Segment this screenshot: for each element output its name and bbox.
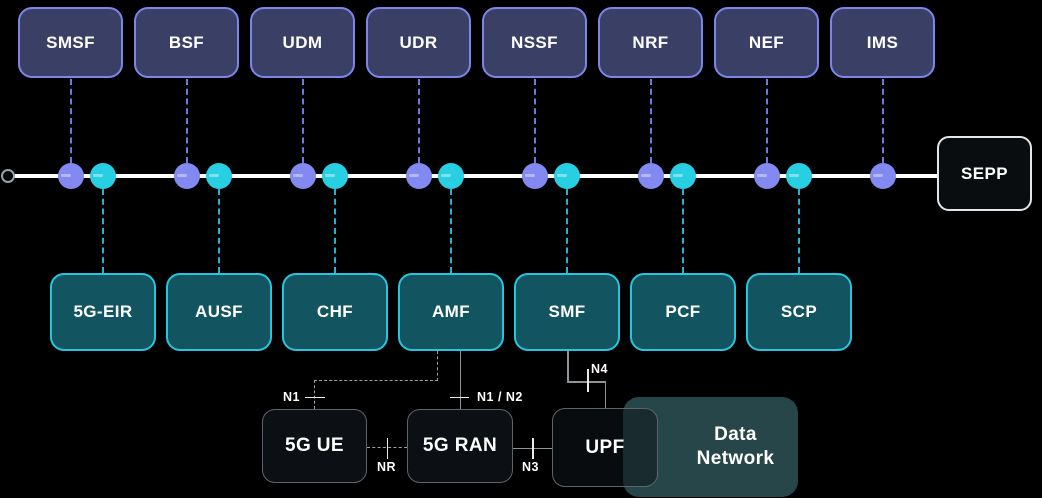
n1-path-segment <box>314 380 438 381</box>
access-box-5g-ran: 5G RAN <box>407 409 513 483</box>
n1-n2-line <box>459 351 461 409</box>
access-label: 5G RAN <box>422 435 498 456</box>
core-label: 5G-EIR <box>73 302 133 321</box>
bus-dot-smf <box>554 163 580 189</box>
core-label: CHF <box>316 302 354 321</box>
n4-path-segment <box>567 351 569 382</box>
nf-label: UDM <box>282 32 323 52</box>
connector-pcf <box>682 189 684 273</box>
n4-path-segment <box>567 381 606 383</box>
core-label: AMF <box>431 302 471 321</box>
data-network-label-line1: Data <box>714 424 757 445</box>
bus-dot-smsf <box>57 163 84 189</box>
nf-box-smsf: SMSF <box>18 7 123 78</box>
nf-box-nssf: NSSF <box>482 7 587 78</box>
n1-tick <box>305 396 325 398</box>
core-box-ausf: AUSF <box>166 273 272 351</box>
n3-tick <box>532 438 534 459</box>
core-label: SMF <box>548 302 586 321</box>
n1-n2-tick <box>450 396 469 398</box>
bus-dot-bsf <box>173 163 200 189</box>
bus-dot-chf <box>322 163 348 189</box>
nf-label: IMS <box>866 32 899 52</box>
interface-label-n1-n2: N1 / N2 <box>477 390 523 404</box>
bus-dot-ims <box>869 163 896 189</box>
interface-label-n4: N4 <box>591 362 608 376</box>
bus-dot-nrf <box>637 163 664 189</box>
connector-nef <box>765 79 768 163</box>
core-box-chf: CHF <box>282 273 388 351</box>
bus-dot-pcf <box>670 163 696 189</box>
n1-path-segment <box>437 351 438 381</box>
connector-bsf <box>185 79 188 163</box>
access-box-upf: UPF <box>552 408 658 487</box>
nf-box-nrf: NRF <box>598 7 703 78</box>
nf-box-udm: UDM <box>250 7 355 78</box>
core-box-scp: SCP <box>746 273 852 351</box>
sepp-label: SEPP <box>961 163 1008 183</box>
bus-dot-5g-eir <box>90 163 116 189</box>
connector-nssf <box>533 79 536 163</box>
connector-smsf <box>69 79 72 163</box>
connector-5g-eir <box>102 189 104 273</box>
sepp-box: SEPP <box>937 136 1032 211</box>
bus-dot-nef <box>753 163 780 189</box>
connector-amf <box>450 189 452 273</box>
core-box-amf: AMF <box>398 273 504 351</box>
n4-tick <box>587 369 589 392</box>
core-label: AUSF <box>195 302 243 321</box>
interface-label-n3: N3 <box>522 460 539 474</box>
interface-label-n1: N1 <box>283 390 300 404</box>
nr-tick <box>386 438 388 459</box>
interface-label-nr: NR <box>377 460 397 474</box>
connector-ims <box>881 79 884 163</box>
bus-dot-scp <box>786 163 812 189</box>
bus-dot-ausf <box>206 163 232 189</box>
nf-label: NRF <box>632 32 669 52</box>
bus-dot-udm <box>289 163 316 189</box>
bus-dot-nssf <box>521 163 548 189</box>
nf-label: UDR <box>399 32 438 52</box>
access-box-5g-ue: 5G UE <box>262 409 367 483</box>
connector-udr <box>417 79 420 163</box>
connector-ausf <box>218 189 220 273</box>
nf-label: NSSF <box>511 32 558 52</box>
nf-label: SMSF <box>46 32 95 52</box>
access-label: 5G UE <box>284 435 345 456</box>
nf-label: BSF <box>168 32 205 52</box>
core-label: SCP <box>780 302 818 321</box>
connector-udm <box>301 79 304 163</box>
data-network-label-line2: Network <box>696 448 775 469</box>
n4-path-segment <box>604 381 606 408</box>
core-box-pcf: PCF <box>630 273 736 351</box>
access-label: UPF <box>585 436 625 458</box>
connector-scp <box>798 189 800 273</box>
connector-nrf <box>649 79 652 163</box>
nf-label: NEF <box>748 32 785 52</box>
core-box-smf: SMF <box>514 273 620 351</box>
nf-box-ims: IMS <box>830 7 935 78</box>
bus-origin-dot <box>1 169 15 183</box>
nf-box-bsf: BSF <box>134 7 239 78</box>
service-bus-line <box>7 174 937 178</box>
core-label: PCF <box>665 302 701 321</box>
n1-path-segment <box>314 380 315 409</box>
connector-chf <box>334 189 336 273</box>
core-box-5g-eir: 5G-EIR <box>50 273 156 351</box>
connector-smf <box>566 189 568 273</box>
bus-dot-udr <box>405 163 432 189</box>
bus-dot-amf <box>438 163 464 189</box>
nf-box-nef: NEF <box>714 7 819 78</box>
nf-box-udr: UDR <box>366 7 471 78</box>
